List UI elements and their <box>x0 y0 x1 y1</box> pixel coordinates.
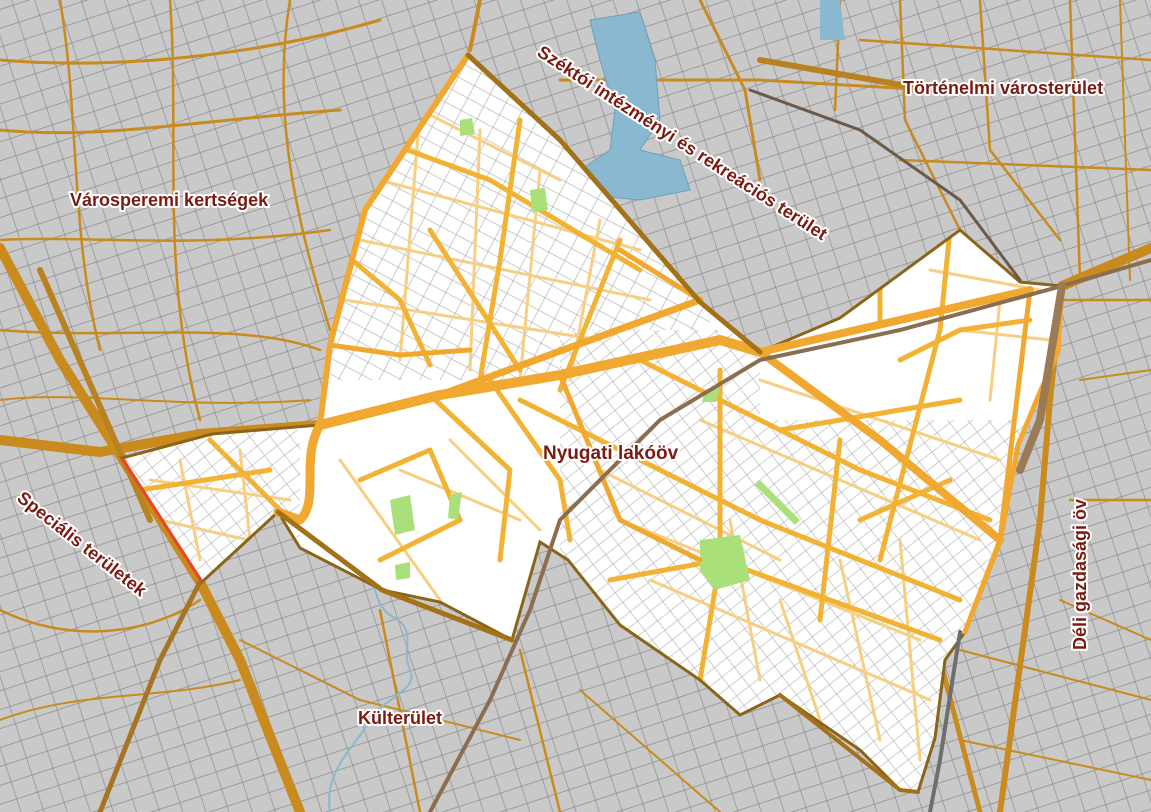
lake-water <box>579 11 691 201</box>
label-nyugati-lakoov: Nyugati lakóöv <box>543 443 679 464</box>
park-areas <box>390 118 800 590</box>
label-tortenelmi-varosterulet: Történelmi városterület <box>903 78 1103 98</box>
railways <box>428 88 1151 812</box>
stream <box>328 564 413 812</box>
ring-roads <box>275 52 1065 794</box>
label-deli-gazdasagi-ov: Déli gazdasági öv <box>1070 499 1090 650</box>
main-arteries <box>273 247 1034 635</box>
label-kulterulet: Külterület <box>358 708 442 728</box>
label-varosperemi-kertsegek: Városperemi kertségek <box>70 190 269 210</box>
lake-water-upper <box>820 0 845 40</box>
red-boundary-segment <box>120 457 204 583</box>
